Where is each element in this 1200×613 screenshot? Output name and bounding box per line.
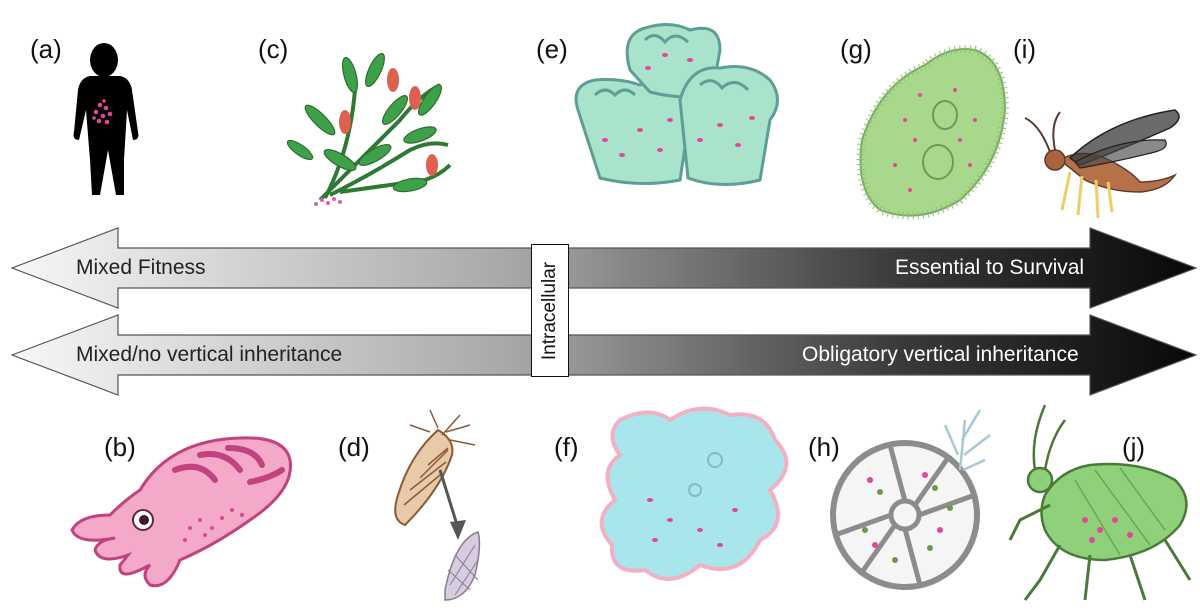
- aphid-illustration: [1008, 404, 1192, 601]
- cuttlefish-illustration: [70, 436, 292, 588]
- panel-label-e: (e): [536, 34, 568, 64]
- coral-illustration: [574, 23, 779, 187]
- panel-label-c: (c): [258, 34, 289, 64]
- fitness-arrow: [10, 227, 1198, 309]
- panel-label-h: (h): [808, 432, 840, 462]
- panel-label-g: (g): [840, 34, 872, 64]
- inheritance-right-label: Obligatory vertical inheritance: [802, 343, 1079, 366]
- inheritance-left-label: Mixed/no vertical inheritance: [76, 343, 343, 366]
- human-illustration: [73, 43, 139, 195]
- amoeba-illustration: [599, 406, 789, 581]
- fitness-right-label: Essential to Survival: [895, 256, 1085, 279]
- intracellular-label-box: Intracellular: [531, 244, 569, 377]
- inheritance-arrow: [10, 314, 1198, 396]
- panel-label-d: (d): [338, 432, 370, 462]
- panel-label-f: (f): [554, 432, 579, 462]
- larva-illustration: [394, 409, 481, 601]
- inheritance-arrow-shape: [10, 314, 1198, 396]
- wasp-illustration: [1024, 109, 1180, 219]
- panel-label-a: (a): [30, 34, 62, 64]
- intracellular-label: Intracellular: [539, 261, 560, 360]
- panel-label-b: (b): [104, 432, 136, 462]
- fitness-arrow-shape: [10, 227, 1198, 309]
- panel-label-i: (i): [1013, 34, 1037, 64]
- fitness-left-label: Mixed Fitness: [76, 256, 206, 279]
- plant-illustration: [286, 52, 452, 206]
- foraminifera-illustration: [830, 409, 991, 590]
- ciliate-illustration: [856, 45, 1010, 220]
- panel-label-j: (j): [1122, 432, 1146, 462]
